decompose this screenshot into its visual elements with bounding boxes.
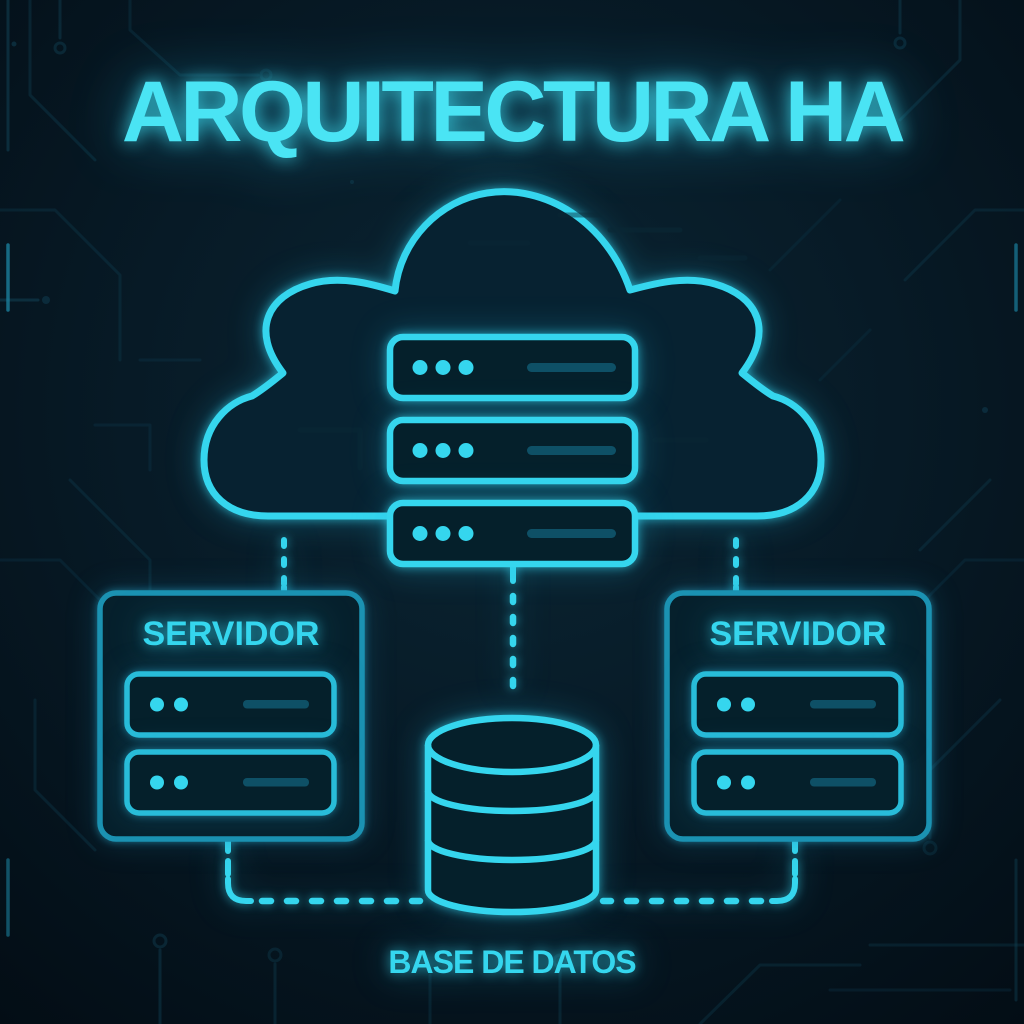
rack-slot-line [810, 778, 876, 787]
rack-slot-line [527, 363, 616, 372]
rack-slot-line [810, 700, 876, 709]
database-cylinder-icon [424, 714, 600, 916]
rack-led-dots-icon [412, 443, 474, 458]
rack-led-dots-icon [717, 775, 755, 790]
right-server-rack-1 [691, 671, 904, 738]
right-server-node: SERVIDOR [664, 590, 932, 842]
connector-left-server-to-database [225, 837, 424, 905]
rack-led-dots-icon [150, 775, 188, 790]
database-node: BASE DE DATOS [388, 714, 637, 980]
cloud-server-rack-3 [386, 499, 639, 568]
right-server-label: SERVIDOR [710, 615, 887, 653]
cloud-server-rack-2 [386, 416, 639, 485]
rack-slot-line [243, 700, 309, 709]
rack-slot-line [527, 446, 616, 455]
left-server-label: SERVIDOR [143, 615, 320, 653]
rack-led-dots-icon [412, 360, 474, 375]
rack-led-dots-icon [717, 697, 755, 712]
left-server-rack-2 [124, 749, 337, 816]
page-title: ARQUITECTURA HA [122, 64, 904, 160]
database-label: BASE DE DATOS [388, 944, 636, 980]
left-server-node: SERVIDOR [97, 590, 365, 842]
cloud-cluster-node [200, 188, 825, 568]
left-server-rack-1 [124, 671, 337, 738]
right-server-rack-2 [691, 749, 904, 816]
rack-led-dots-icon [412, 526, 474, 541]
rack-led-dots-icon [150, 697, 188, 712]
rack-slot-line [243, 778, 309, 787]
rack-slot-line [527, 529, 616, 538]
connector-right-server-to-database [599, 837, 798, 905]
cloud-inner-texture [297, 212, 748, 471]
cloud-server-rack-1 [386, 333, 639, 402]
